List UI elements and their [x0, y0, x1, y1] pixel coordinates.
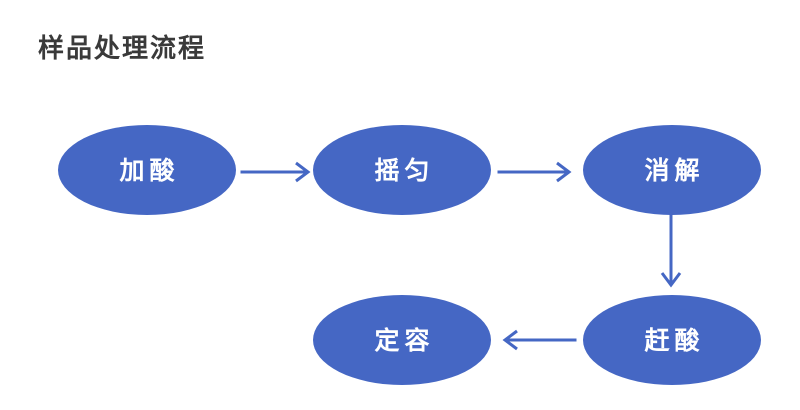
flow-arrow-left-icon	[497, 326, 577, 354]
flow-arrow-down-icon	[655, 213, 687, 293]
flow-node-label: 消解	[644, 155, 705, 185]
flow-node-label: 摇匀	[374, 155, 435, 185]
flow-node-digest[interactable]: 消解	[583, 125, 761, 215]
flow-node-add-acid[interactable]: 加酸	[58, 125, 236, 215]
page-title: 样品处理流程	[38, 34, 207, 64]
flow-arrow-right-icon	[497, 158, 577, 186]
flow-node-acid-removal[interactable]: 赶酸	[583, 295, 761, 385]
flow-node-shake[interactable]: 摇匀	[313, 125, 491, 215]
flow-node-label: 加酸	[119, 155, 180, 185]
flow-node-label: 赶酸	[644, 325, 705, 355]
flow-node-label: 定容	[374, 325, 435, 355]
flow-arrow-right-icon	[240, 158, 316, 186]
flow-node-volume-fix[interactable]: 定容	[313, 295, 491, 385]
